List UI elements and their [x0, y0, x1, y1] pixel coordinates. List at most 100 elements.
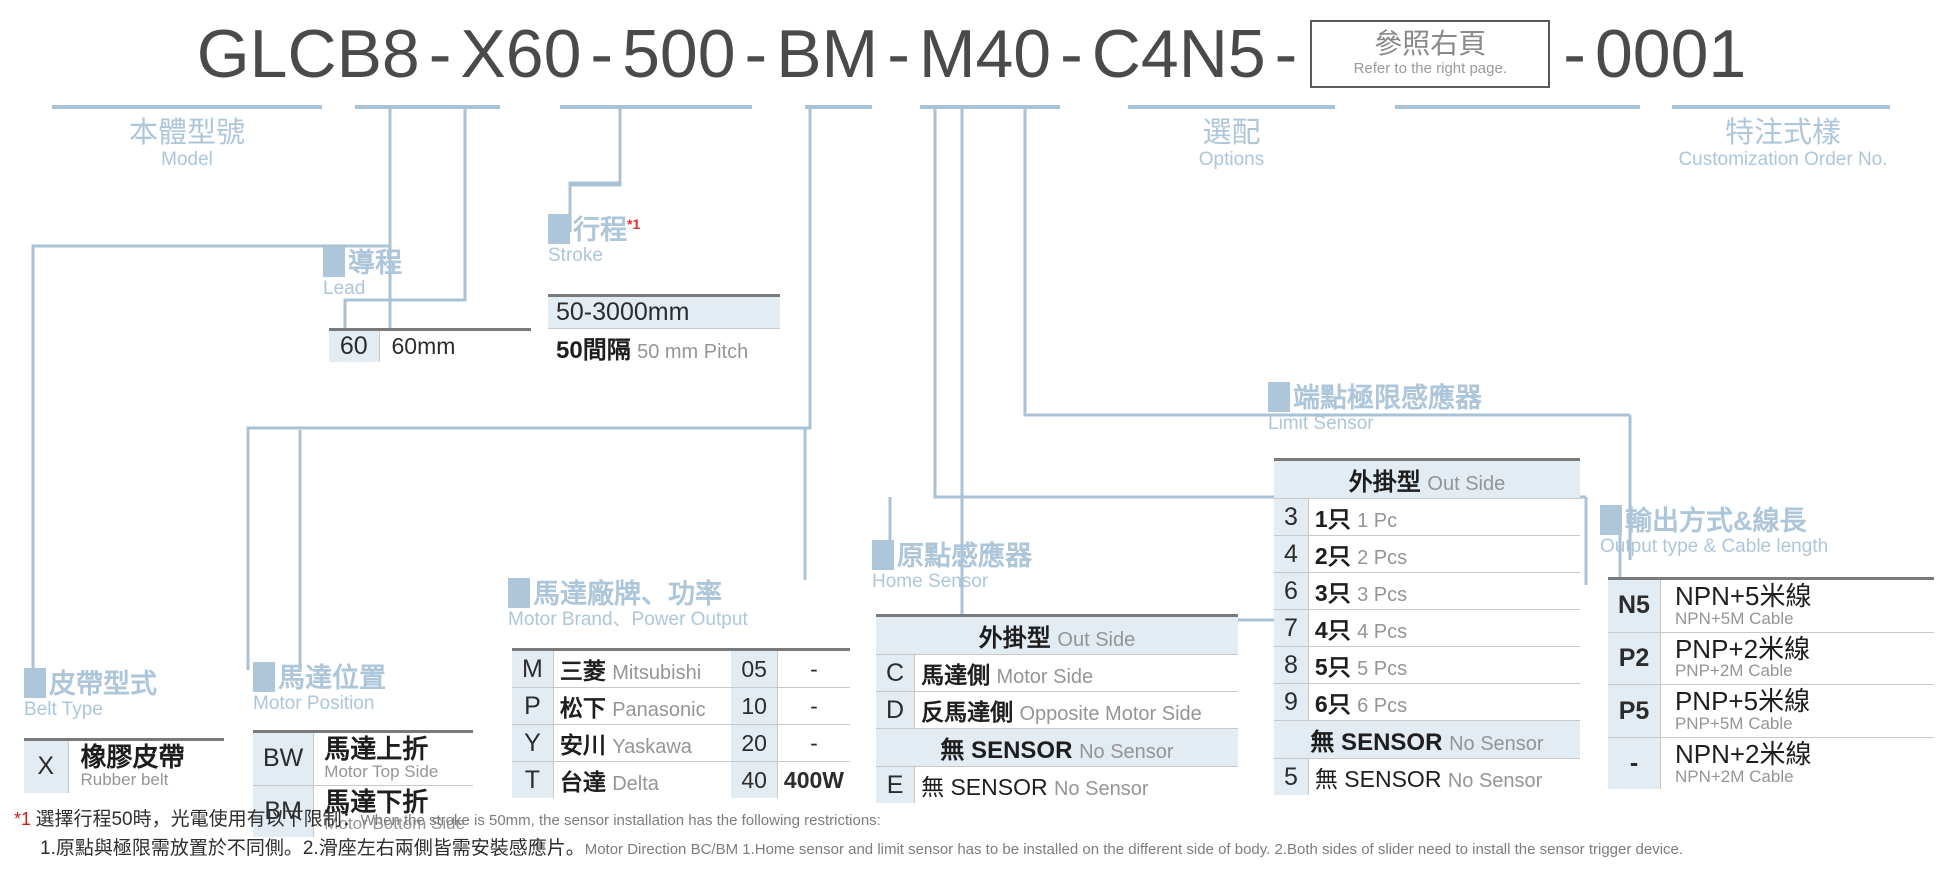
limit-sensor-key-8: 8 — [1274, 646, 1309, 684]
label-limit-sensor-zh: 端點極限感應器 — [1268, 382, 1482, 413]
table-row-group-header: 無 SENSOR No Sensor — [1274, 720, 1580, 759]
label-motor-brand: 馬達廠牌、功率 Motor Brand、Power Output — [508, 578, 748, 632]
table-row: Y 安川 Yaskawa 20 - — [512, 724, 850, 762]
footnote-line-1: *1 選擇行程50時，光電使用有以下限制：When the stroke is … — [14, 806, 1934, 835]
label-motor-brand-en: Motor Brand、Power Output — [508, 609, 748, 631]
motor-brand-val-t: 台達 Delta — [559, 769, 659, 795]
table-row: BM 馬達下折 Motor Bottom Side — [253, 785, 473, 838]
table-motor-brand: M 三菱 Mitsubishi 05 - P 松下 Panasonic 10 -… — [512, 648, 850, 798]
label-motor-position: 馬達位置 Motor Position — [253, 662, 386, 716]
stroke-bullet-icon — [548, 214, 570, 244]
table-row: X 橡膠皮帶 Rubber belt — [24, 737, 224, 793]
limit-sensor-key-3: 3 — [1274, 498, 1309, 536]
limit-sensor-key-7: 7 — [1274, 609, 1309, 647]
label-lead-zh: 導程 — [323, 247, 402, 278]
table-output-type: N5 NPN+5米線 NPN+5M Cable P2 PNP+2米線 PNP+2… — [1608, 577, 1934, 790]
table-row: - NPN+2米線 NPN+2M Cable — [1608, 737, 1934, 790]
limit-sensor-group2-cell: 無 SENSOR No Sensor — [1274, 720, 1580, 759]
table-row: 50間隔 50 mm Pitch — [548, 329, 780, 367]
code-dash-2: - — [590, 16, 614, 92]
table-belt-type: X 橡膠皮帶 Rubber belt — [24, 737, 224, 793]
label-motor-brand-zh: 馬達廠牌、功率 — [508, 578, 748, 609]
home-sensor-key-e: E — [876, 766, 916, 803]
label-lead: 導程 Lead — [323, 247, 402, 301]
code-dash-1: - — [428, 16, 452, 92]
limit-sensor-group1-cell: 外掛型 Out Side — [1274, 458, 1580, 499]
label-limit-sensor-en: Limit Sensor — [1268, 413, 1374, 435]
motor-brand-val-y: 安川 Yaskawa — [553, 724, 732, 762]
motor-brand-val-p: 松下 Panasonic — [553, 687, 732, 725]
motor-power-key-20: 20 — [731, 724, 778, 762]
code-segment-belt-lead: X60 — [460, 16, 582, 92]
label-output-type: 輸出方式&線長 Output type & Cable length — [1600, 505, 1828, 559]
table-stroke: 50-3000mm 50間隔 50 mm Pitch — [548, 294, 780, 366]
motor-power-key-10: 10 — [731, 687, 778, 725]
table-row: 8 5只 5 Pcs — [1274, 646, 1580, 684]
footnote-star: *1 — [14, 809, 32, 829]
limit-sensor-group2-zh: 無 SENSOR — [1310, 729, 1443, 756]
footnote-line1-en: When the stroke is 50mm, the sensor inst… — [360, 812, 881, 829]
stroke-pitch-zh: 50間隔 — [556, 337, 631, 364]
limit-sensor-val-7: 4只 4 Pcs — [1308, 609, 1580, 647]
limit-sensor-group1-en: Out Side — [1427, 473, 1506, 495]
table-row: T 台達 Delta 40 400W — [512, 761, 850, 798]
label-motor-position-zh: 馬達位置 — [253, 662, 386, 693]
table-row: E 無 SENSOR No Sensor — [876, 766, 1238, 803]
limit-sensor-val-4: 2只 2 Pcs — [1308, 535, 1580, 573]
table-row: 7 4只 4 Pcs — [1274, 609, 1580, 647]
table-row: D 反馬達側 Opposite Motor Side — [876, 691, 1238, 729]
stroke-footnote-marker: *1 — [627, 216, 641, 232]
limit-sensor-group1-zh: 外掛型 — [1348, 469, 1421, 496]
label-customization-zh: 特注式樣 — [1724, 117, 1841, 149]
code-segment-motor-brand: M40 — [918, 16, 1052, 92]
motor-power-val-05: - — [777, 648, 850, 688]
motor-power-key-40: 40 — [731, 761, 778, 798]
label-belt-type-zh: 皮帶型式 — [24, 668, 157, 699]
label-belt-type: 皮帶型式 Belt Type — [24, 668, 157, 722]
label-model-zh: 本體型號 — [128, 117, 245, 149]
limit-sensor-val-5: 無 SENSOR No Sensor — [1314, 766, 1543, 792]
motor-brand-val-m: 三菱 Mitsubishi — [553, 648, 732, 688]
table-row: C 馬達側 Motor Side — [876, 654, 1238, 692]
output-type-val-n5: NPN+5米線 NPN+5M Cable — [1660, 577, 1934, 633]
table-row: 6 3只 3 Pcs — [1274, 572, 1580, 610]
table-row: N5 NPN+5米線 NPN+5M Cable — [1608, 577, 1934, 633]
home-sensor-bullet-icon — [872, 540, 894, 570]
motor-brand-key-m: M — [512, 648, 554, 688]
home-sensor-group1-zh: 外掛型 — [978, 625, 1051, 652]
table-row-group-header: 外掛型 Out Side — [876, 614, 1238, 655]
motor-brand-key-y: Y — [512, 724, 554, 762]
home-sensor-group1-cell: 外掛型 Out Side — [876, 614, 1238, 655]
table-row: 50-3000mm — [548, 294, 780, 329]
table-limit-sensor: 外掛型 Out Side 3 1只 1 Pc 4 2只 2 Pcs 6 3只 3… — [1274, 458, 1580, 795]
motor-brand-key-t: T — [512, 761, 554, 798]
code-segment-custom-order: 0001 — [1594, 16, 1747, 92]
footnote-line2-en: Motor Direction BC/BM 1.Home sensor and … — [584, 840, 1684, 858]
footnote-line-2: 1.原點與極限需放置於不同側。2.滑座左右兩側皆需安裝感應片。Motor Dir… — [14, 835, 1934, 864]
belt-type-key-x: X — [24, 737, 69, 793]
code-dash-6: - — [1274, 16, 1298, 92]
code-dash-3: - — [744, 16, 768, 92]
belt-type-bullet-icon — [24, 668, 46, 698]
motor-position-key-bm: BM — [253, 785, 315, 838]
stroke-pitch-cell: 50間隔 50 mm Pitch — [548, 329, 780, 367]
home-sensor-key-c: C — [876, 654, 916, 692]
motor-brand-bullet-icon — [508, 578, 530, 608]
table-row: 3 1只 1 Pc — [1274, 498, 1580, 536]
label-limit-sensor: 端點極限感應器 Limit Sensor — [1268, 382, 1482, 436]
motor-position-val-bm: 馬達下折 Motor Bottom Side — [324, 786, 466, 834]
code-segment-sensors: C4N5 — [1091, 16, 1266, 92]
output-type-val-dash: NPN+2米線 NPN+2M Cable — [1674, 738, 1812, 786]
table-row: 9 6只 6 Pcs — [1274, 683, 1580, 721]
table-row: P 松下 Panasonic 10 - — [512, 687, 850, 725]
code-dash-4: - — [887, 16, 910, 92]
table-lead: 60 60mm — [329, 328, 531, 362]
limit-sensor-key-4: 4 — [1274, 535, 1309, 573]
footnote: *1 選擇行程50時，光電使用有以下限制：When the stroke is … — [14, 806, 1934, 863]
table-row: P2 PNP+2米線 PNP+2M Cable — [1608, 632, 1934, 686]
motor-power-val-10: - — [777, 687, 850, 725]
table-row: 4 2只 2 Pcs — [1274, 535, 1580, 573]
table-row: P5 PNP+5米線 PNP+5M Cable — [1608, 684, 1934, 738]
output-type-key-p2: P2 — [1608, 632, 1661, 686]
